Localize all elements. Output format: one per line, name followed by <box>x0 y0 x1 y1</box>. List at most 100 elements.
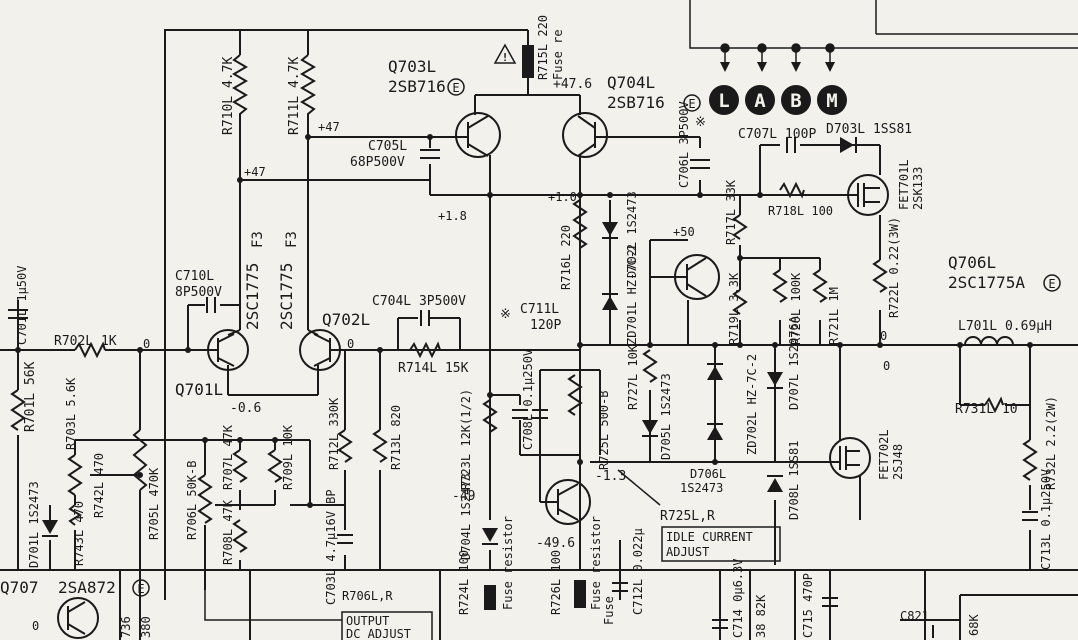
fet702-part: 2SJ48 <box>891 444 905 480</box>
r82k-label: 38 82K <box>754 594 768 638</box>
r701-label: R701L 56K <box>23 361 38 432</box>
r713-label: R713L 820 <box>389 405 403 470</box>
r717-label: R717L 33K <box>724 179 738 245</box>
r723-label: R723L 12K(1/2) <box>459 389 473 490</box>
r715-label: R715L 220 <box>536 15 550 80</box>
badge-m-text: M <box>826 90 837 112</box>
c701-label: C701L 1µ50V <box>15 266 29 345</box>
fet-fet701 <box>847 174 889 216</box>
voltage-labels: +47.6 +47 +47 +1.0 +1.8 +50 -0.6 -49 -49… <box>32 77 890 633</box>
r714-label: R714L 15K <box>398 361 469 376</box>
d702-label: D702L 1S2473 <box>625 191 639 278</box>
q706-grade: E <box>1048 277 1055 291</box>
junction-dots <box>15 43 1033 508</box>
q703-part: 2SB716 <box>388 77 446 96</box>
d706-value: 1S2473 <box>680 481 723 495</box>
fet702-ref: FET702L <box>877 429 891 480</box>
c712-label: C712L 0.022µ <box>631 528 645 615</box>
d701-label: D701L 1S2473 <box>27 481 41 568</box>
fuse-resistor-r724 <box>484 585 496 610</box>
idle-line2: ADJUST <box>666 545 709 559</box>
v-0a: 0 <box>143 337 150 351</box>
transistor-q705 <box>539 460 591 525</box>
r724-label: R724L 100 <box>457 550 471 615</box>
fet701-ref: FET701L <box>897 159 911 210</box>
q703-grade: E <box>452 81 459 95</box>
c707-label: C707L 100P <box>738 127 816 142</box>
r719-label: R719L 3.3K <box>727 272 741 345</box>
warning-mark: ! <box>502 51 509 64</box>
r725-label: R725L 500-B <box>597 391 611 470</box>
q701-part: 2SC1775 <box>243 263 262 330</box>
r710-label: R710L 4.7K <box>221 57 236 135</box>
badge-l-text: L <box>718 90 729 112</box>
zd701-label: ZD701L HZ-7C-2 <box>625 244 639 345</box>
r721-label: R721L 1M <box>827 287 841 345</box>
v-0b: 0 <box>347 337 354 351</box>
r707-label: R707L 47K <box>221 424 235 490</box>
v-p18: +1.8 <box>438 209 467 223</box>
transistor-q704 <box>562 112 608 158</box>
v-p47b: +47 <box>244 165 266 179</box>
q702-grade: F3 <box>284 231 300 248</box>
fuse-resistor-label-2: Fuse resistor <box>589 516 603 610</box>
d706-label: D706L <box>690 467 726 481</box>
fet-fet702 <box>829 437 871 479</box>
resistor-labels: R710L 4.7K R711L 4.7K R715L 220 Fuse re … <box>23 15 1058 638</box>
c711-value: 120P <box>530 318 561 333</box>
badge-a <box>745 85 775 115</box>
channel-badges: L A B M <box>709 85 847 115</box>
q701-ref: Q701L <box>175 380 223 399</box>
v-p50: +50 <box>673 225 695 239</box>
fuse-label-3: Fuse <box>602 596 616 625</box>
c704-label: C704L 3P500V <box>372 294 466 309</box>
inductor-l701 <box>964 336 1014 346</box>
dc-ref: R706L,R <box>342 589 393 603</box>
r731-label: R731L 10 <box>955 402 1018 417</box>
q706-ref: Q706L <box>948 253 996 272</box>
badge-l <box>709 85 739 115</box>
q707-grade: E <box>137 582 144 596</box>
r708-label: R708L 47K <box>221 499 235 565</box>
r706-label: R706L 50K-B <box>185 461 199 540</box>
c710-label: C710L <box>175 269 214 284</box>
fuse-resistor-r715 <box>522 45 534 78</box>
badge-a-text: A <box>754 90 766 112</box>
r712-label: R712L 330K <box>327 397 341 470</box>
resistor-symbols <box>10 45 1038 610</box>
q704-ref: Q704L <box>607 73 655 92</box>
q707-ref: Q707 <box>0 578 39 597</box>
r736-label: 736 <box>119 616 133 638</box>
c703-label: C703L 4.7µ16V BP <box>324 489 338 605</box>
r705-label: R705L 470K <box>147 467 161 540</box>
c715-label: C715 470P <box>801 573 815 638</box>
badge-b <box>781 85 811 115</box>
r711-label: R711L 4.7K <box>287 57 302 135</box>
diode-symbols <box>42 137 857 545</box>
r68k-label: 68K <box>967 614 981 636</box>
transistor-q707 <box>57 597 99 639</box>
fuse-resistor-label-1: Fuse resistor <box>501 516 515 610</box>
c710-value: 8P500V <box>175 285 222 300</box>
r732-label: R732L 2.2(2W) <box>1044 396 1058 490</box>
q702-ref: Q702L <box>322 310 370 329</box>
transistor-q702 <box>299 329 342 371</box>
c711-label: C711L <box>520 302 559 317</box>
q704-grade: E <box>688 97 695 111</box>
q707-part: 2SA872 <box>58 578 116 597</box>
warning-triangle-icon <box>493 43 517 64</box>
v-p10: +1.0 <box>548 190 577 204</box>
capacitor-symbols <box>8 137 1038 638</box>
r718-label: R718L 100 <box>768 204 833 218</box>
c705-label: C705L <box>368 139 407 154</box>
r703-label: R703L 5.6K <box>64 377 78 450</box>
c705-value: 68P500V <box>350 155 405 170</box>
l701-label: L701L 0.69µH <box>958 319 1052 334</box>
transistor-q706 <box>650 254 720 300</box>
d707-label: D707L 1S2076A <box>787 315 801 410</box>
c708-label: C708L 0.1µ250V <box>521 349 535 450</box>
transistor-symbols <box>57 112 889 639</box>
transistor-q703 <box>455 112 501 158</box>
r726-label: R726L 100 <box>549 550 563 615</box>
